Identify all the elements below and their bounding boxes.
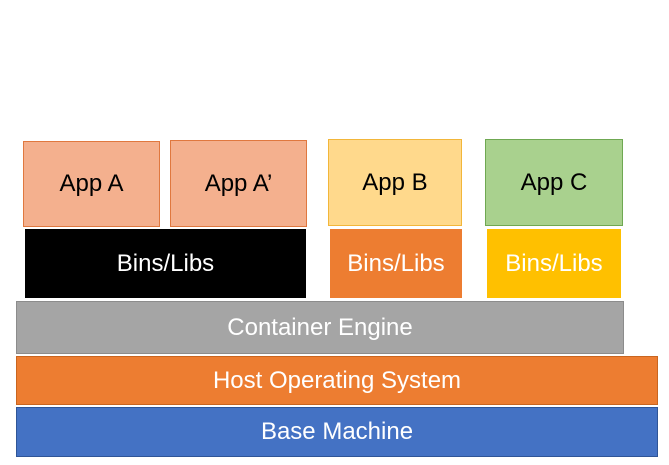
container-engine-layer: Container Engine [16,301,624,354]
app-b-label: App B [362,168,428,196]
shared-libs-label: Bins/Libs [116,249,215,277]
app-c-libs-box: Bins/Libs [487,229,621,298]
app-a-prime-label: App A’ [204,169,273,197]
app-b-libs-label: Bins/Libs [347,249,445,277]
app-a-box: App A [23,141,160,227]
app-b-box: App B [328,139,462,226]
shared-libs-box: Bins/Libs [25,229,306,298]
app-c-libs-label: Bins/Libs [505,249,603,277]
app-c-box: App C [485,139,623,226]
host-os-layer: Host Operating System [16,356,658,405]
base-machine-layer: Base Machine [16,407,658,457]
app-c-label: App C [520,168,588,196]
host-os-label: Host Operating System [212,366,462,394]
base-machine-label: Base Machine [260,418,414,445]
container-engine-label: Container Engine [227,313,413,341]
app-a-label: App A [59,170,124,197]
app-a-prime-box: App A’ [170,140,307,227]
app-b-libs-box: Bins/Libs [330,229,462,298]
